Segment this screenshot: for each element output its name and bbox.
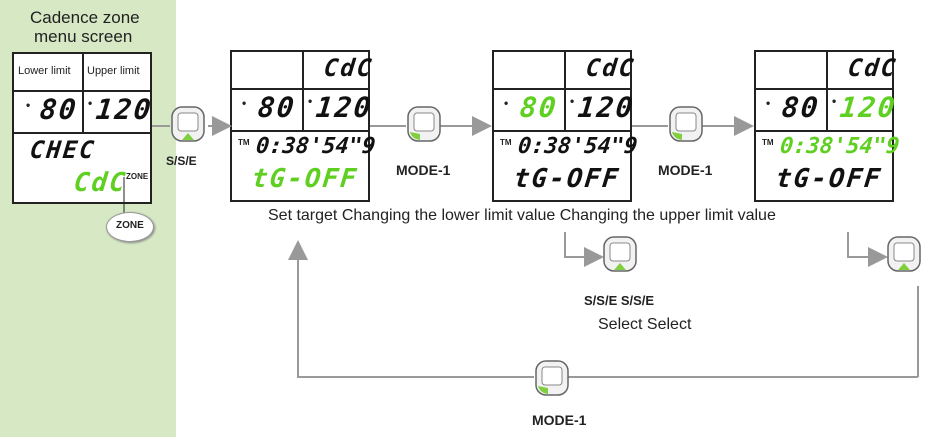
sse-pair-label: S/S/E S/S/E bbox=[584, 293, 655, 308]
mode1-bottom-label: MODE-1 bbox=[532, 412, 587, 428]
mode1-label-b: MODE-1 bbox=[658, 162, 713, 178]
lower-limit-label: Lower limit bbox=[18, 65, 71, 77]
device-icon-select-a[interactable] bbox=[602, 236, 642, 280]
device-icon-select-b[interactable] bbox=[886, 236, 926, 280]
lcd-screen-upper-limit: CdC • 80 • 120 TM 0:38'54"9 tG-OFF bbox=[754, 50, 901, 202]
screen1-time-prefix: TM bbox=[238, 138, 250, 147]
upper-limit-label: Upper limit bbox=[87, 65, 140, 77]
panel-title: Cadence zone menu screen bbox=[0, 8, 176, 46]
arrow-screen3-select bbox=[847, 232, 888, 267]
dot-indicator: • bbox=[88, 96, 93, 110]
device-icon-mode1-b[interactable] bbox=[668, 106, 708, 148]
arrow-screen2-select bbox=[564, 232, 604, 267]
lcd-screen-set-target: CdC • 80 • 120 TM 0:38'54"9 tG-OFF bbox=[230, 50, 377, 202]
main-caption: Set target Changing the lower limit valu… bbox=[268, 207, 776, 224]
arrow-loop-back bbox=[288, 240, 534, 378]
screen2-time-prefix: TM bbox=[500, 138, 512, 147]
panel-title-line1: Cadence zone bbox=[30, 8, 140, 27]
screen3-time-prefix: TM bbox=[762, 138, 774, 147]
menu-zone-indicator: ZONE bbox=[126, 172, 149, 181]
menu-lcd-screen: Lower limit Upper limit • 80 • 120 CHEC … bbox=[12, 52, 154, 204]
select-caption: Select Select bbox=[598, 316, 692, 333]
zone-button[interactable] bbox=[106, 212, 154, 242]
device-icon-sse[interactable] bbox=[170, 106, 210, 148]
mode1-label-a: MODE-1 bbox=[396, 162, 451, 178]
lcd-screen-lower-limit: CdC • 80 • 120 TM 0:38'54"9 tG-OFF bbox=[492, 50, 639, 202]
device-icon-mode1-a[interactable] bbox=[406, 106, 446, 148]
device-icon-mode1-bottom[interactable] bbox=[534, 360, 574, 404]
dot-indicator: • bbox=[26, 98, 31, 112]
panel-title-line2: menu screen bbox=[34, 27, 133, 46]
zone-button-label: ZONE bbox=[116, 220, 144, 231]
sse-label: S/S/E bbox=[166, 154, 197, 168]
